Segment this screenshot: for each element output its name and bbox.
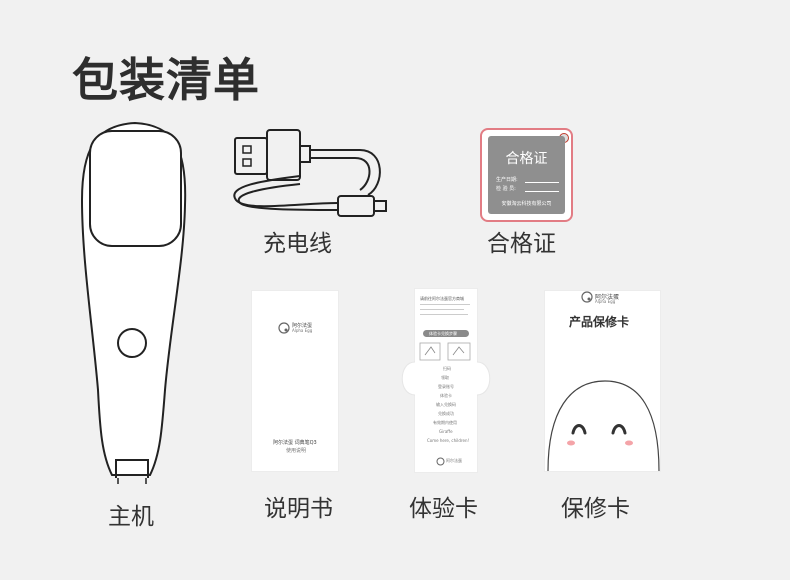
manual-product: 阿尔法蛋 词典笔Q3 [273, 440, 317, 446]
trial-header: 请前往阿尔法蛋官方商城 [420, 296, 464, 301]
manual-brand-en: Alpha Egg [292, 328, 313, 333]
pen-body-outline [80, 121, 187, 476]
pen-screen [89, 130, 182, 247]
warranty-brand-en: Alpha Egg [595, 299, 616, 304]
warranty-card: 阿尔法蛋 Alpha Egg 产品保修卡 [545, 291, 660, 471]
mascot-face-icon [547, 380, 660, 471]
production-date-label: 生产日期: [496, 177, 518, 183]
manual-subtitle: 使用说明 [286, 448, 307, 454]
manual-label: 说明书 [264, 496, 333, 522]
page-title: 包装清单 [72, 53, 260, 107]
trial-logo-icon [436, 457, 445, 466]
warranty-logo-icon [581, 291, 593, 303]
certificate-title: 合格证 [505, 151, 548, 167]
warranty-brand: 阿尔法蛋 [595, 294, 620, 301]
pen-tip [115, 459, 149, 478]
certificate-company: 安徽淘云科技有限公司 [501, 201, 552, 207]
manual-booklet: 阿尔法蛋 Alpha Egg 阿尔法蛋 词典笔Q3 使用说明 [252, 291, 338, 471]
inspector-label: 检 验 员: [496, 186, 516, 192]
trial-step-button: 体验卡兑换步骤 [423, 330, 469, 337]
certificate-label: 合格证 [487, 231, 556, 257]
host-label: 主机 [108, 504, 154, 530]
pen-power-button [117, 328, 147, 358]
trial-card: 请前往阿尔法蛋官方商城 体验卡兑换步骤 扫码 领取 登录账号 体验卡 输入兑换码… [415, 289, 477, 472]
trial-card-label: 体验卡 [409, 496, 478, 522]
warranty-card-label: 保修卡 [561, 496, 630, 522]
cable-label: 充电线 [263, 231, 332, 257]
trial-illustration-icon [419, 342, 471, 361]
manual-brand: 阿尔法蛋 [292, 323, 313, 329]
certificate-card: 合格证 生产日期: 检 验 员: 安徽淘云科技有限公司 [480, 128, 573, 222]
alpha-egg-logo-icon [278, 322, 290, 334]
warranty-title: 产品保修卡 [569, 315, 630, 329]
